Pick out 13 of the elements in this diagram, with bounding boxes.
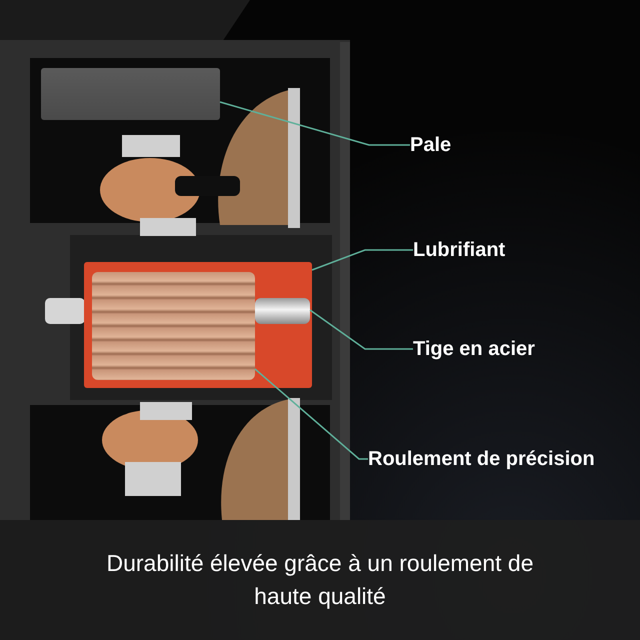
callout-label: Roulement de précision (368, 445, 630, 473)
cylindrical-part (92, 272, 255, 380)
leader-line (220, 101, 410, 146)
caption-text: Durabilité élevée grâce à un roulement de haute qualité (105, 548, 535, 611)
callout-label: Lubrifiant (413, 236, 533, 264)
callout-label: Pale (410, 131, 480, 159)
callout-label: Tige en acier (413, 335, 563, 363)
cylindrical-part (255, 298, 310, 324)
leader-line (312, 249, 413, 271)
leader-line (254, 368, 368, 460)
leader-line (310, 309, 413, 350)
motor-part (84, 262, 312, 388)
motor-part (41, 68, 220, 120)
